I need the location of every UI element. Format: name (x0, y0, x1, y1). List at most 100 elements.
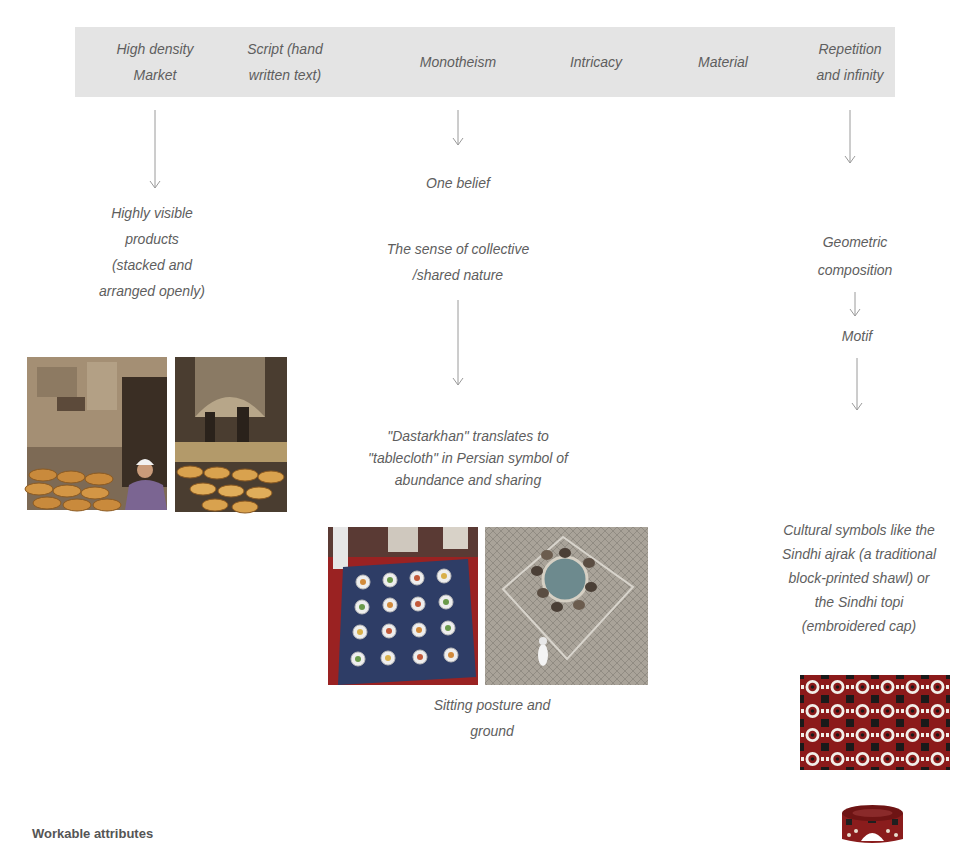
concept-text: Motif (817, 324, 897, 348)
section-label: Workable attributes (32, 825, 232, 843)
photo-detail (543, 557, 587, 601)
photo-detail (93, 499, 121, 511)
photo-detail (847, 833, 851, 837)
photo-detail (894, 833, 898, 837)
photo-detail (485, 527, 648, 685)
node-text: Highly visible products (stacked and arr… (97, 200, 207, 304)
photo-detail (232, 501, 258, 513)
photo-detail (175, 442, 287, 462)
photo-detail (328, 527, 478, 685)
photo-detail (443, 599, 449, 605)
photo-detail (439, 595, 453, 609)
photo-detail (387, 602, 393, 608)
flow-arrow (453, 300, 463, 385)
flow-arrow (852, 358, 862, 410)
node-text: Script (hand written text) (230, 36, 340, 88)
photo-detail (444, 648, 458, 662)
photo-detail (190, 483, 216, 495)
photo-detail (338, 559, 476, 685)
photo-detail (360, 579, 366, 585)
concept-text: "Dastarkhan" translates to "tablecloth" … (353, 425, 583, 491)
photo-detail (541, 550, 553, 560)
node-text: One belief (383, 170, 533, 196)
photo-detail (382, 624, 396, 638)
photo-detail (531, 566, 543, 576)
photo-detail (573, 600, 585, 610)
photo-detail (57, 471, 85, 483)
photo-detail (412, 623, 426, 637)
ajrak-pattern (800, 675, 950, 770)
photo-detail (353, 625, 367, 639)
flow-arrow (453, 110, 463, 145)
node-text: Intricacy (541, 49, 651, 75)
attribute-header: Intricacy (541, 27, 651, 97)
photo-caption: Sitting posture and ground (422, 692, 562, 744)
photo-detail (861, 833, 884, 841)
photo-detail (205, 412, 215, 442)
market-photo (175, 357, 287, 513)
photo-detail (853, 809, 893, 817)
attribute-header: Script (hand written text) (230, 27, 340, 97)
photo-detail (410, 571, 424, 585)
photo-detail (854, 829, 858, 833)
photo-detail (538, 644, 548, 666)
photo-detail (232, 469, 258, 481)
attribute-header: Material (668, 27, 778, 97)
concept-text: Highly visible products (stacked and arr… (97, 200, 207, 304)
photo-detail (585, 582, 597, 592)
photo-detail (175, 357, 287, 512)
photo-detail (81, 487, 109, 499)
concept-text: Cultural symbols like the Sindhi ajrak (… (781, 518, 937, 638)
photo-detail (351, 652, 365, 666)
header-band: High density MarketScript (hand written … (75, 27, 895, 97)
photo-detail (441, 621, 455, 635)
photo-detail (246, 487, 272, 499)
photo-detail (413, 650, 427, 664)
photo-detail (33, 497, 61, 509)
photo-detail (25, 483, 53, 495)
photo-detail (359, 604, 365, 610)
photo-detail (63, 499, 91, 511)
photo-detail (551, 602, 563, 612)
dastarkhan-photo (328, 527, 478, 685)
flow-arrow (150, 110, 160, 188)
photo-detail (85, 473, 113, 485)
attribute-header: Repetition and infinity (805, 27, 895, 97)
photo-detail (204, 467, 230, 479)
photo-detail (416, 627, 422, 633)
photo-detail (437, 569, 451, 583)
photo-detail (383, 598, 397, 612)
photo-detail (448, 652, 454, 658)
photo-detail (386, 628, 392, 634)
photo-detail (125, 480, 167, 510)
photo-detail (356, 575, 370, 589)
photo-detail (355, 656, 361, 662)
photo-detail (583, 558, 595, 568)
node-text: Repetition and infinity (805, 36, 895, 88)
node-text: Cultural symbols like the Sindhi ajrak (… (781, 518, 937, 638)
photo-detail (333, 527, 348, 569)
attribute-header: Monotheism (403, 27, 513, 97)
node-text: Material (668, 49, 778, 75)
photo-detail (411, 597, 425, 611)
photo-detail (441, 573, 447, 579)
photo-detail (503, 537, 633, 659)
photo-detail (846, 819, 852, 825)
photo-detail (415, 601, 421, 607)
photo-detail (443, 527, 468, 549)
photo-detail (218, 485, 244, 497)
photo-detail (355, 600, 369, 614)
photo-detail (53, 485, 81, 497)
market-photo (25, 357, 167, 511)
photo-detail (122, 377, 167, 487)
concept-text: Geometric composition (805, 228, 905, 284)
photo-detail (57, 397, 85, 411)
photo-detail (381, 651, 395, 665)
photo-detail (886, 829, 890, 833)
photo-detail (892, 819, 898, 825)
photo-detail (414, 575, 420, 581)
photo-detail (37, 367, 77, 397)
node-text: Monotheism (403, 49, 513, 75)
